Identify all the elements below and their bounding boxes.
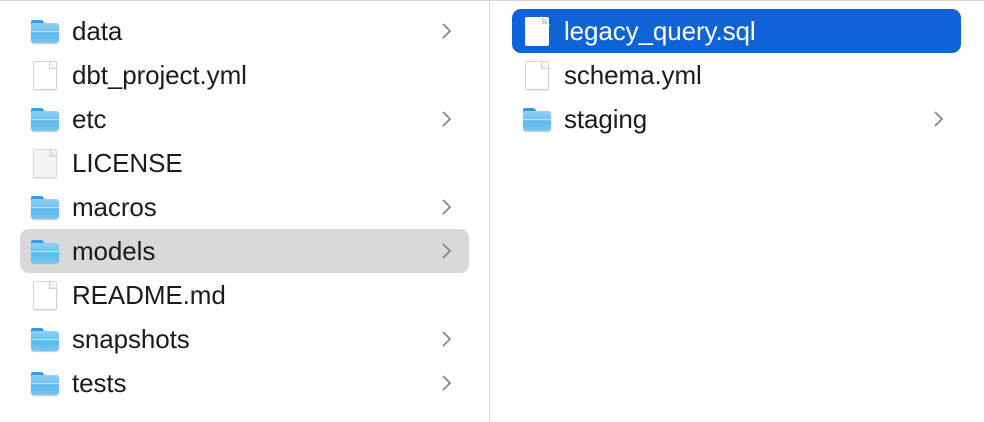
chevron-right-icon bbox=[441, 374, 453, 392]
file-name-label: schema.yml bbox=[564, 60, 702, 90]
folder-icon bbox=[31, 20, 59, 43]
file-row-tests[interactable]: tests bbox=[20, 361, 469, 405]
file-name-label: snapshots bbox=[72, 324, 190, 354]
folder-icon bbox=[31, 108, 59, 131]
file-row-models[interactable]: models bbox=[20, 229, 469, 273]
row-icon-slot bbox=[30, 235, 60, 267]
file-row-readme-md[interactable]: README.md bbox=[20, 273, 469, 317]
folder-icon bbox=[31, 328, 59, 351]
file-row-macros[interactable]: macros bbox=[20, 185, 469, 229]
row-icon-slot bbox=[30, 59, 60, 91]
row-icon-slot bbox=[30, 323, 60, 355]
file-name-label: etc bbox=[72, 104, 107, 134]
row-icon-slot bbox=[522, 103, 552, 135]
file-name-label: dbt_project.yml bbox=[72, 60, 247, 90]
file-name-label: models bbox=[72, 236, 156, 266]
file-name-label: legacy_query.sql bbox=[564, 16, 756, 46]
file-row-staging[interactable]: staging bbox=[512, 97, 961, 141]
row-icon-slot bbox=[30, 15, 60, 47]
file-row-etc[interactable]: etc bbox=[20, 97, 469, 141]
file-row-dbt-project-yml[interactable]: dbt_project.yml bbox=[20, 53, 469, 97]
row-icon-slot bbox=[30, 103, 60, 135]
row-icon-slot bbox=[30, 191, 60, 223]
document-icon bbox=[525, 60, 550, 90]
file-row-schema-yml[interactable]: schema.yml bbox=[512, 53, 961, 97]
file-name-label: LICENSE bbox=[72, 148, 183, 178]
chevron-right-icon bbox=[441, 110, 453, 128]
file-name-label: tests bbox=[72, 368, 127, 398]
folder-icon bbox=[31, 196, 59, 219]
document-icon bbox=[525, 16, 550, 46]
chevron-right-icon bbox=[441, 242, 453, 260]
chevron-right-icon bbox=[441, 330, 453, 348]
file-name-label: README.md bbox=[72, 280, 226, 310]
chevron-right-icon bbox=[441, 198, 453, 216]
row-icon-slot bbox=[522, 15, 552, 47]
row-icon-slot bbox=[30, 367, 60, 399]
file-name-label: data bbox=[72, 16, 123, 46]
file-name-label: staging bbox=[564, 104, 648, 134]
row-icon-slot bbox=[30, 279, 60, 311]
file-row-legacy-query-sql[interactable]: legacy_query.sql bbox=[512, 9, 961, 53]
folder-icon bbox=[523, 108, 551, 131]
document-plain-icon bbox=[33, 148, 58, 178]
file-row-data[interactable]: data bbox=[20, 9, 469, 53]
file-row-license[interactable]: LICENSE bbox=[20, 141, 469, 185]
document-icon bbox=[33, 280, 58, 310]
folder-icon bbox=[31, 372, 59, 395]
row-icon-slot bbox=[522, 59, 552, 91]
chevron-right-icon bbox=[933, 110, 945, 128]
file-row-snapshots[interactable]: snapshots bbox=[20, 317, 469, 361]
column-child[interactable]: legacy_query.sql schema.yml staging bbox=[490, 1, 983, 422]
file-name-label: macros bbox=[72, 192, 157, 222]
folder-icon bbox=[31, 240, 59, 263]
row-icon-slot bbox=[30, 147, 60, 179]
chevron-right-icon bbox=[441, 22, 453, 40]
document-icon bbox=[33, 60, 58, 90]
